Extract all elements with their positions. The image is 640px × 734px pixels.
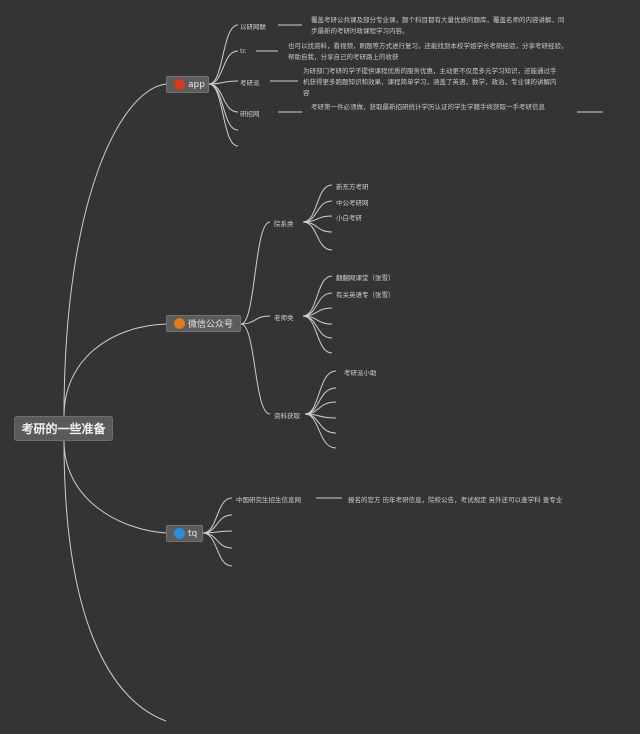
app-child-label-1[interactable]: 以研网联 (240, 23, 266, 31)
branch-wechat-label: 微信公众号 (188, 320, 234, 330)
app-badge-icon (174, 79, 185, 90)
wechat-group1-item-1[interactable]: 新东方考研 (336, 183, 369, 191)
app-child-note-4: 考研第一件必须做，获取最新招研统计学历认证的学生学籍手续获取一手考研信息 (311, 103, 545, 111)
link-root-extra (63, 440, 167, 722)
app-child-label-2[interactable]: tc (240, 47, 247, 55)
wechat-group2-item-2[interactable]: 有关英语专（张雪） (336, 291, 395, 299)
app-child-label-4[interactable]: 研招网 (240, 110, 260, 118)
qq-child-note-1: 报名的官方 历年考研信息，院校公告，考试规定 另外还可以查学科 查专业 (348, 496, 563, 504)
wechat-group-label-1[interactable]: 院系类 (274, 220, 294, 228)
wechat-group-label-2[interactable]: 老师类 (274, 314, 294, 322)
qq-badge-icon (174, 528, 185, 539)
app-child-note-1: 覆盖考研公共课及部分专业课，题个科目都有大量优质的题库，覆盖名师的内容讲解，同步… (311, 16, 565, 35)
link-root-wechat (63, 323, 167, 417)
branch-app[interactable]: app (166, 76, 209, 93)
wechat-group1-item-3[interactable]: 小白考研 (336, 214, 362, 222)
app-child-label-3[interactable]: 考研派 (240, 79, 260, 87)
branch-qq-label: tq (188, 528, 198, 539)
wechat-group1-item-2[interactable]: 中公考研网 (336, 199, 369, 207)
branch-qq[interactable]: tq (166, 525, 203, 542)
wechat-group2-item-1[interactable]: 翻翻网课堂（张雪） (336, 274, 395, 282)
link-root-app (63, 83, 167, 417)
wechat-badge-icon (174, 318, 185, 329)
wechat-group3-item-1[interactable]: 考研派小助 (344, 369, 377, 377)
app-child-note-2: 也可以找资料，看视频，刷题等方式进行复习，还能找到本校学姐学长考研经验，分享考研… (288, 42, 568, 61)
branch-wechat[interactable]: 微信公众号 (166, 315, 241, 332)
wechat-group-label-3[interactable]: 资料获取 (274, 412, 300, 420)
qq-child-label-1[interactable]: 中国研究生招生信息网 (236, 496, 301, 504)
root-node[interactable]: 考研的一些准备 (14, 416, 113, 441)
branch-app-label: app (188, 79, 205, 90)
app-child-note-3: 为研部门考研的学子提供课程优质的服务优惠，主动更不仅是多元学习知识，还能通过手机… (303, 67, 557, 97)
link-root-qq (63, 440, 167, 534)
